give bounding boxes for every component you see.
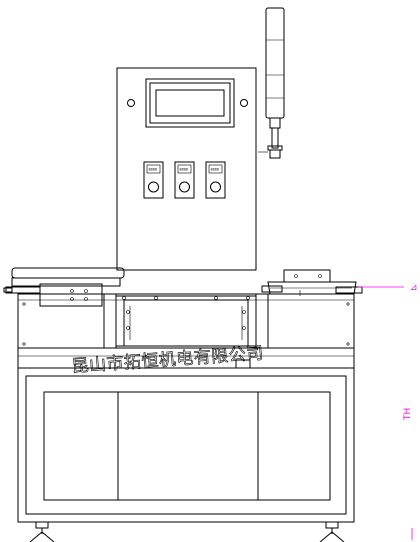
controller-unit: 8888: [174, 161, 195, 199]
control-cabinet: [116, 67, 257, 271]
dimension-line: ⊿ TH: [358, 283, 418, 540]
controller-display-text: 8888: [149, 168, 157, 172]
right-table-top: [261, 269, 363, 296]
cabinet-screw-left: [127, 99, 135, 107]
controller-knob: [210, 181, 221, 193]
left-table-top: [3, 267, 125, 307]
controller-unit: 8888: [205, 161, 226, 199]
controller-display: [146, 164, 161, 174]
cabinet-screw-right: [240, 99, 248, 107]
signal-tower-lamp: [258, 7, 285, 159]
lower-cabinet: [17, 367, 355, 523]
leveling-foot-left: [29, 521, 55, 542]
company-watermark: 昆山市拓恒机电有限公司: [71, 344, 264, 377]
controller-display: [208, 164, 223, 174]
side-label: TH: [403, 408, 413, 421]
controller-knob: [179, 181, 190, 193]
controller-display-text: 8888: [180, 168, 188, 172]
controller-knob: [148, 181, 159, 193]
svg-text:⊿: ⊿: [410, 283, 418, 293]
controller-unit: 8888: [143, 161, 164, 199]
controller-display-text: 8888: [211, 168, 219, 172]
hmi-display: [145, 78, 235, 128]
leveling-foot-right: [319, 521, 345, 542]
controller-display: [177, 164, 192, 174]
controller-group: 8888 8888 8888: [143, 161, 226, 199]
